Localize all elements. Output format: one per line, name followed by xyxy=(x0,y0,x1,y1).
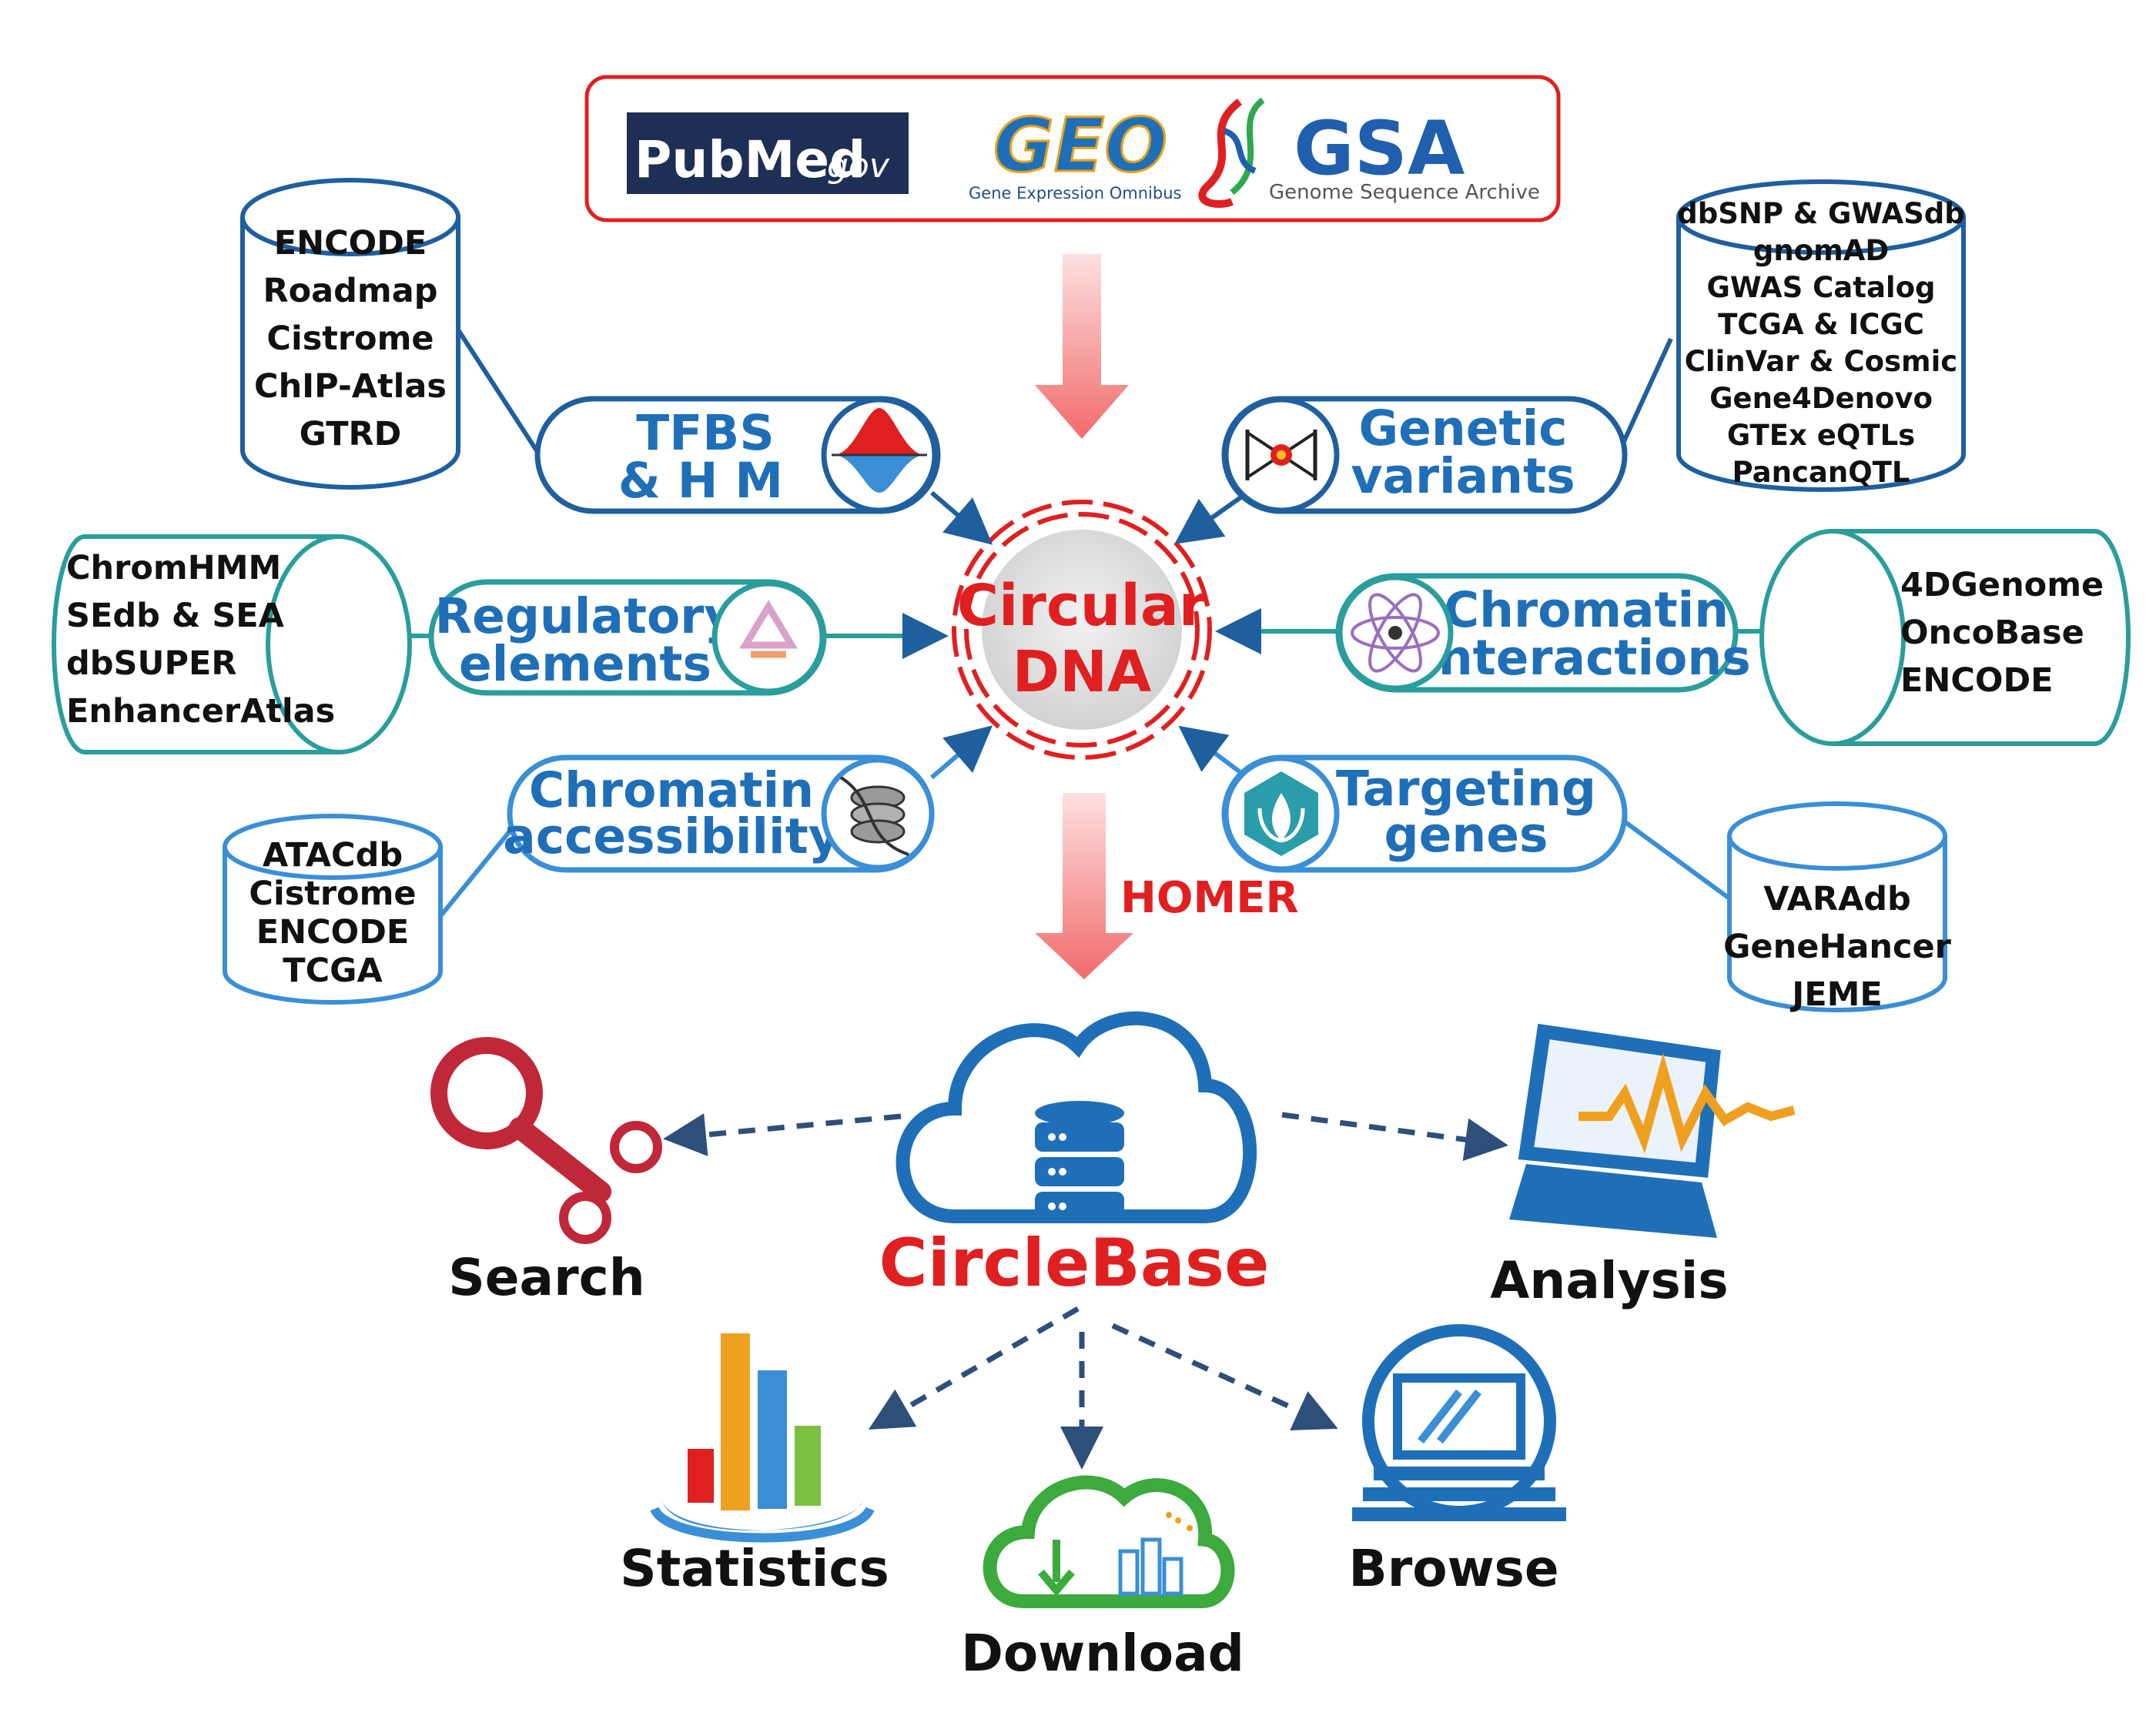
module-tfbs-line1: TFBS xyxy=(636,405,774,461)
cloud-database-icon xyxy=(896,1011,1257,1223)
circlebase-title: CircleBase xyxy=(879,1225,1270,1302)
geo-logo: GEO Gene Expression Omnibus xyxy=(969,102,1181,203)
center-line1: Circular xyxy=(957,573,1207,639)
gsa-logo: GSA Genome Sequence Archive xyxy=(1198,97,1540,208)
pubmed-logo: PubMed .gov xyxy=(627,112,909,194)
module-accessibility: Chromatin accessibility xyxy=(503,754,935,873)
db-targeting-2: JEME xyxy=(1789,975,1883,1014)
db-chromatin-int-2: ENCODE xyxy=(1900,661,2054,700)
pubmed-text: PubMed xyxy=(634,130,865,189)
db-tfbs-0: ENCODE xyxy=(274,224,427,263)
monitor-icon xyxy=(1352,1324,1566,1521)
db-chromatin-int: 4DGenome OncoBase ENCODE xyxy=(1759,529,2131,746)
db-genetic-0: dbSNP & GWASdb xyxy=(1677,197,1965,230)
module-genetic: Genetic variants xyxy=(1221,396,1628,514)
module-tfbs: TFBS & H M xyxy=(534,396,941,514)
wave-icon xyxy=(821,396,938,513)
ingest-arrow xyxy=(1035,254,1129,439)
db-tfbs-1: Roadmap xyxy=(263,272,437,310)
recycle-icon xyxy=(711,580,825,694)
module-tfbs-line2: & H M xyxy=(618,453,783,509)
db-genetic-4: ClinVar & Cosmic xyxy=(1685,345,1957,378)
db-chromatin-int-0: 4DGenome xyxy=(1900,566,2104,604)
module-arrows xyxy=(824,490,1340,780)
module-regulatory: Regulatory elements xyxy=(428,579,827,696)
download-label: Download xyxy=(961,1624,1244,1683)
db-targeting-1: GeneHancer xyxy=(1723,928,1952,966)
laptop-chart-icon xyxy=(1509,1023,1796,1238)
db-genetic-6: GTEx eQTLs xyxy=(1727,419,1915,452)
output-arrows xyxy=(663,1112,1508,1470)
gsa-helix-icon xyxy=(1198,97,1265,208)
module-genetic-line1: Genetic xyxy=(1358,400,1567,457)
db-accessibility-0: ATACdb xyxy=(263,836,403,875)
db-accessibility-2: ENCODE xyxy=(256,913,410,952)
module-regulatory-line2: elements xyxy=(459,636,711,692)
module-regulatory-line1: Regulatory xyxy=(435,588,736,644)
homer-arrow xyxy=(1035,793,1133,979)
module-targeting-line2: genes xyxy=(1384,807,1548,863)
db-chromatin-int-1: OncoBase xyxy=(1900,614,2084,652)
pubmed-suffix: .gov xyxy=(816,146,890,186)
module-accessibility-line2: accessibility xyxy=(503,808,840,865)
center-line2: DNA xyxy=(1013,639,1152,705)
module-accessibility-line1: Chromatin xyxy=(529,762,814,818)
db-genetic-1: gnomAD xyxy=(1753,234,1889,267)
db-tfbs: ENCODE Roadmap Cistrome ChIP-Atlas GTRD xyxy=(240,178,460,490)
db-regulatory: ChromHMM SEdb & SEA dbSUPER EnhancerAtla… xyxy=(52,534,412,754)
db-regulatory-0: ChromHMM xyxy=(66,549,281,587)
db-tfbs-3: ChIP-Atlas xyxy=(254,367,447,406)
search-icon xyxy=(430,1037,662,1244)
db-genetic-5: Gene4Denovo xyxy=(1709,382,1933,415)
db-regulatory-3: EnhancerAtlas xyxy=(66,692,335,731)
dna-variant-icon xyxy=(1223,396,1340,513)
bar-chart-icon xyxy=(650,1333,875,1543)
gsa-logo-text: GSA xyxy=(1294,105,1465,192)
db-accessibility-1: Cistrome xyxy=(249,875,416,913)
browse-label: Browse xyxy=(1348,1539,1558,1598)
homer-label: HOMER xyxy=(1120,873,1299,923)
db-accessibility: ATACdb Cistrome ENCODE TCGA xyxy=(223,814,443,1005)
db-genetic-2: GWAS Catalog xyxy=(1706,271,1935,304)
sources-box: PubMed .gov GEO Gene Expression Omnibus … xyxy=(584,75,1561,222)
geo-subtitle: Gene Expression Omnibus xyxy=(969,184,1181,202)
search-label: Search xyxy=(448,1248,645,1307)
cloud-download-icon xyxy=(983,1475,1235,1608)
db-genetic: dbSNP & GWASdb gnomAD GWAS Catalog TCGA … xyxy=(1676,179,1966,492)
db-tfbs-4: GTRD xyxy=(300,415,402,453)
module-targeting-line1: Targeting xyxy=(1336,761,1596,817)
db-targeting-0: VARAdb xyxy=(1763,880,1911,918)
db-accessibility-3: TCGA xyxy=(283,952,383,990)
geo-logo-text: GEO xyxy=(993,102,1167,189)
circular-dna-node: Circular DNA xyxy=(952,500,1212,760)
analysis-label: Analysis xyxy=(1490,1251,1728,1310)
atom-icon xyxy=(1337,574,1454,691)
db-targeting: VARAdb GeneHancer JEME xyxy=(1723,801,1952,1014)
module-chromatin-int-line2: interactions xyxy=(1421,630,1751,686)
gsa-subtitle: Genome Sequence Archive xyxy=(1269,181,1540,204)
db-genetic-7: PancanQTL xyxy=(1732,456,1910,489)
lotus-icon xyxy=(1223,755,1340,872)
nucleosome-icon xyxy=(821,757,935,871)
module-targeting: Targeting genes xyxy=(1221,754,1628,873)
db-tfbs-2: Cistrome xyxy=(266,319,434,358)
db-regulatory-1: SEdb & SEA xyxy=(66,597,285,635)
module-chromatin-int: Chromatin interactions xyxy=(1335,573,1751,693)
db-regulatory-2: dbSUPER xyxy=(66,644,236,683)
module-genetic-line2: variants xyxy=(1351,448,1575,504)
statistics-label: Statistics xyxy=(620,1539,889,1598)
db-genetic-3: TCGA & ICGC xyxy=(1718,308,1924,341)
module-chromatin-int-line1: Chromatin xyxy=(1444,582,1729,638)
